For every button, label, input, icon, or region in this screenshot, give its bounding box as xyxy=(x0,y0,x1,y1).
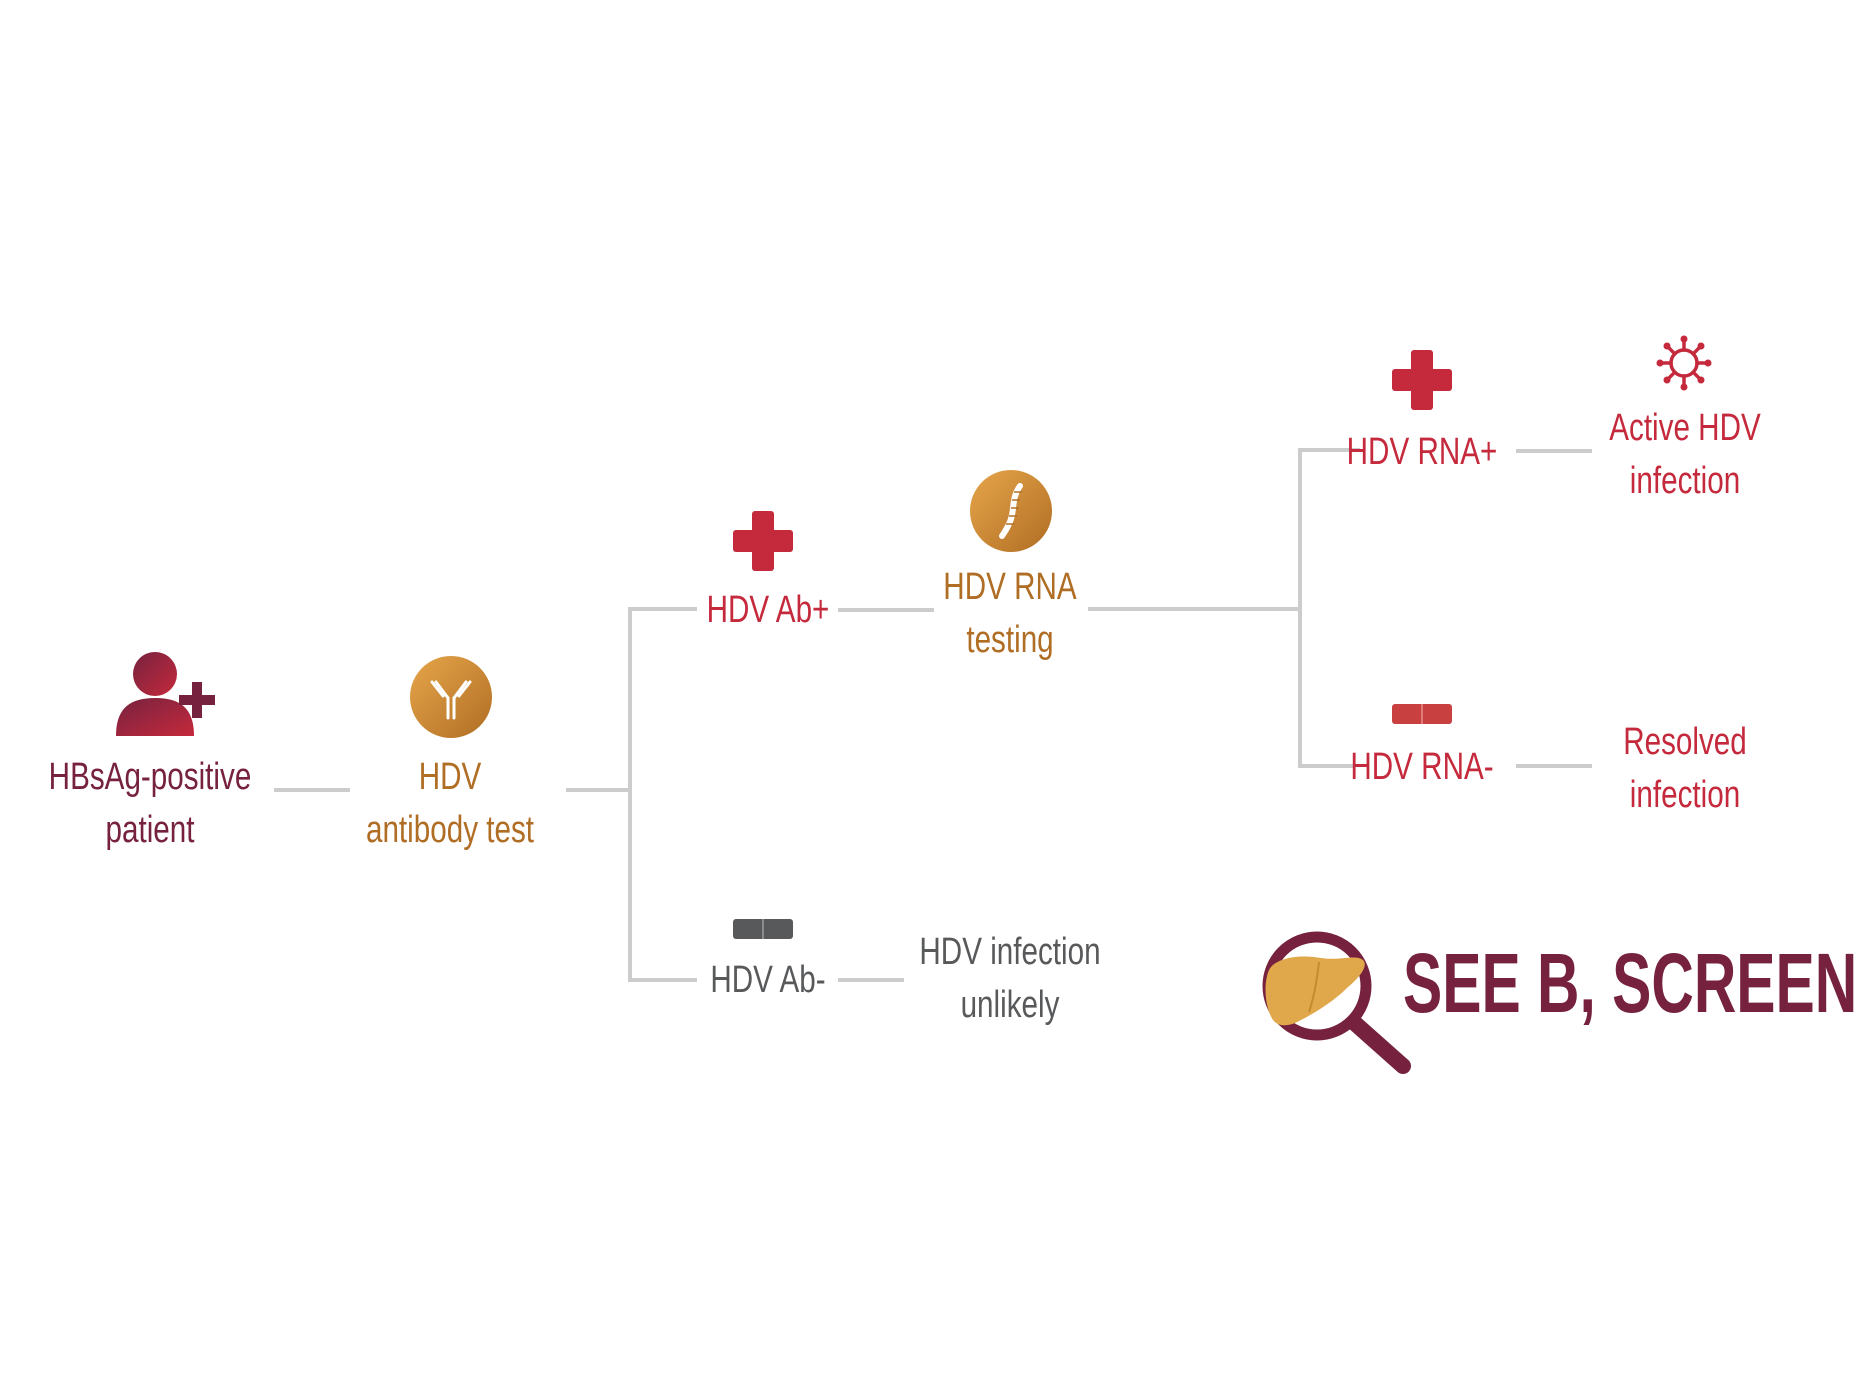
rna-testing-line1: HDV RNA xyxy=(943,566,1077,608)
rna-strand-icon xyxy=(970,470,1052,552)
plus-icon xyxy=(733,511,793,571)
node-resolved-infection: Resolved infection xyxy=(1584,716,1787,822)
node-patient: HBsAg-positive patient xyxy=(49,751,252,857)
resolved-infection-line2: infection xyxy=(1629,774,1741,816)
node-ab-negative: HDV Ab- xyxy=(710,959,826,1001)
virus-icon xyxy=(1656,335,1712,391)
person-add-icon xyxy=(116,652,215,736)
rna-testing-line2: testing xyxy=(966,619,1054,661)
patient-line1: HBsAg-positive xyxy=(48,756,252,798)
antibody-test-line2: antibody test xyxy=(365,809,535,851)
magnifier-liver-icon xyxy=(1262,931,1411,1074)
node-ab-positive: HDV Ab+ xyxy=(706,589,830,631)
resolved-infection-line1: Resolved xyxy=(1623,721,1747,763)
connector-ab-branch xyxy=(628,607,697,982)
infection-unlikely-line2: unlikely xyxy=(960,984,1060,1026)
node-antibody-test: HDV antibody test xyxy=(349,751,552,857)
connector-rna-split xyxy=(1298,448,1360,768)
antibody-icon xyxy=(410,656,492,738)
minus-icon xyxy=(733,919,793,939)
infection-unlikely-line1: HDV infection xyxy=(919,931,1101,973)
patient-line2: patient xyxy=(105,809,195,851)
minus-icon xyxy=(1392,704,1452,724)
node-rna-testing: HDV RNA testing xyxy=(909,561,1112,667)
active-infection-line2: infection xyxy=(1629,460,1741,502)
node-active-infection: Active HDV infection xyxy=(1584,402,1787,508)
antibody-test-line1: HDV xyxy=(418,756,482,798)
node-rna-negative: HDV RNA- xyxy=(1350,746,1494,788)
plus-icon xyxy=(1392,350,1452,410)
node-rna-positive: HDV RNA+ xyxy=(1346,431,1498,473)
active-infection-line1: Active HDV xyxy=(1609,407,1761,449)
node-infection-unlikely: HDV infection unlikely xyxy=(909,926,1112,1032)
callout-see-b-screen-d[interactable]: SEE B, SCREEN D xyxy=(1403,936,1872,1030)
